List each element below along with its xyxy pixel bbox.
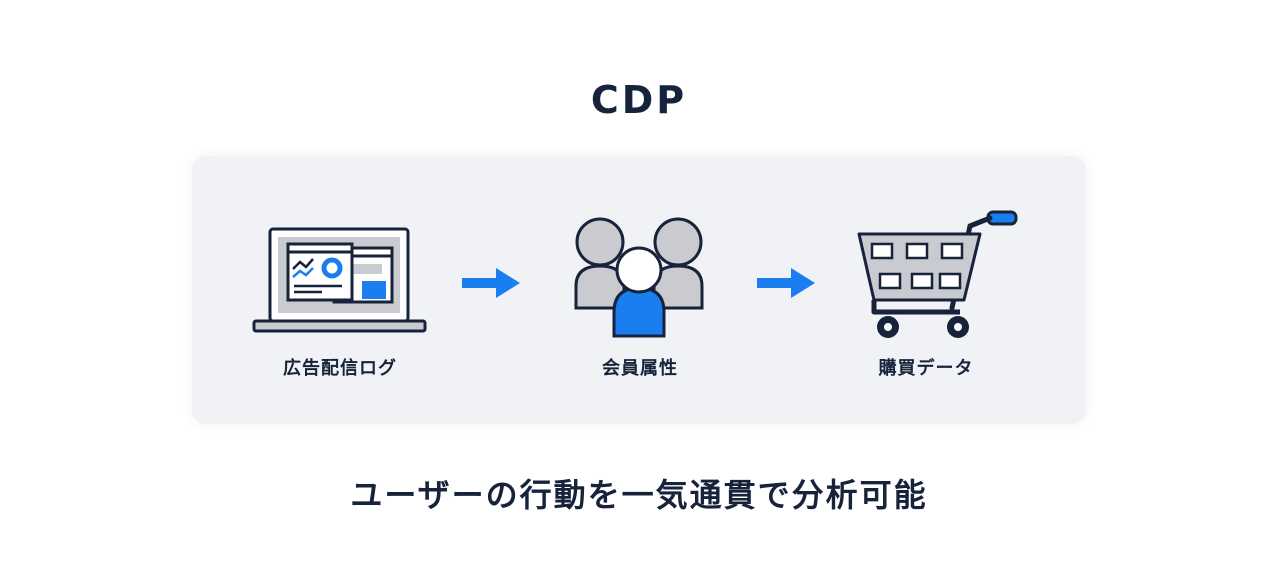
arrow-right-icon [757, 268, 815, 298]
step-label-ad-log: 広告配信ログ [283, 358, 397, 379]
laptop-dashboard-icon [252, 227, 427, 333]
step-label-purchase-data: 購買データ [878, 358, 974, 379]
shopping-cart-icon [857, 210, 1018, 338]
diagram-title: CDP [590, 78, 688, 122]
arrow-right-icon [462, 268, 520, 298]
user-group-icon [574, 217, 704, 338]
step-label-member-attributes: 会員属性 [602, 358, 678, 379]
diagram-caption: ユーザーの行動を一気通貫で分析可能 [350, 476, 928, 514]
